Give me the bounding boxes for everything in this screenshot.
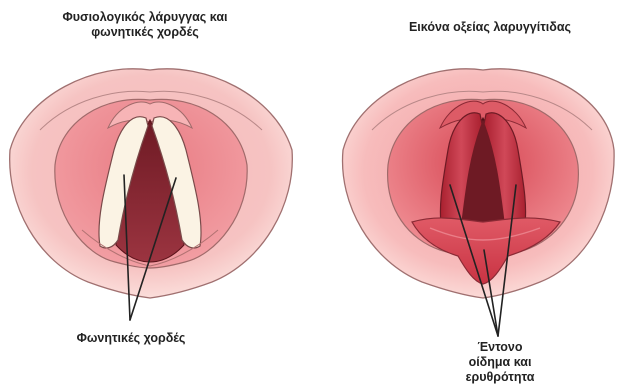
normal-larynx-drawing [10, 69, 293, 298]
edema-redness-callout: Έντονο οίδημα και ερυθρότητα [445, 340, 555, 385]
vocal-cords-callout-text: Φωνητικές χορδές [46, 331, 216, 346]
normal-larynx-title: Φυσιολογικός λάρυγγας και φωνητικές χορδ… [40, 10, 250, 40]
laryngitis-title: Εικόνα οξείας λαρυγγίτιδας [385, 20, 595, 35]
edema-redness-callout-line3: ερυθρότητα [445, 370, 555, 385]
normal-larynx-title-line1: Φυσιολογικός λάρυγγας και [40, 10, 250, 25]
edema-redness-callout-line1: Έντονο [445, 340, 555, 355]
laryngitis-title-text: Εικόνα οξείας λαρυγγίτιδας [385, 20, 595, 35]
normal-larynx-title-line2: φωνητικές χορδές [40, 25, 250, 40]
edema-redness-callout-line2: οίδημα και [445, 355, 555, 370]
vocal-cords-callout: Φωνητικές χορδές [46, 331, 216, 346]
laryngitis-larynx-drawing [343, 69, 615, 298]
